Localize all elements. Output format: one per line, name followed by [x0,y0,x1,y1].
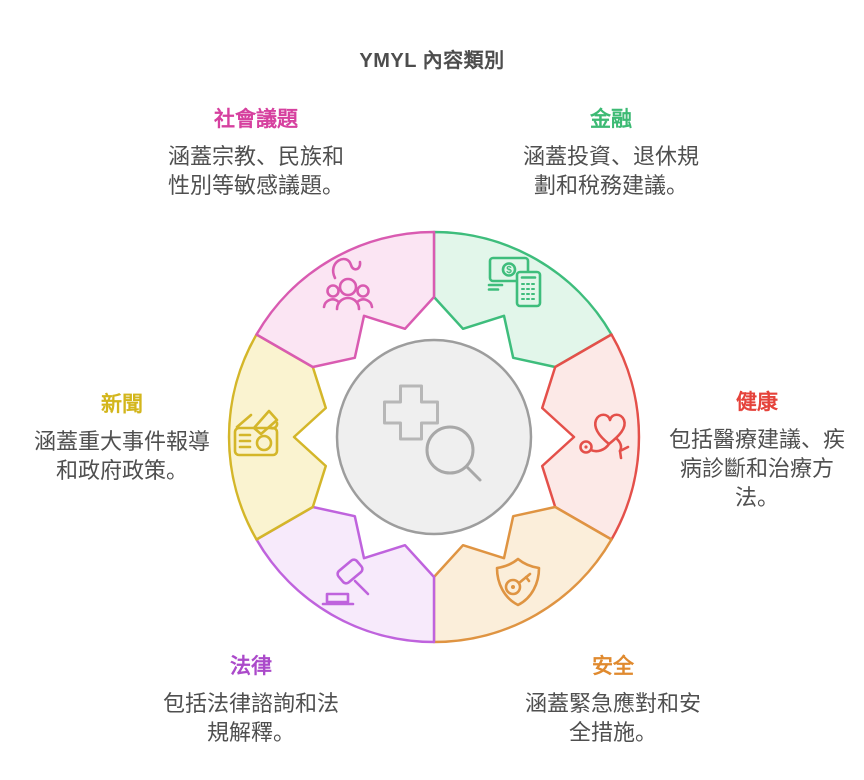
center-circle [335,338,533,536]
category-label-safety: 安全 [592,655,634,678]
category-block-law: 法律 包括法律諮詢和法 規解釋。 [151,650,351,747]
category-label-social-issues: 社會議題 [214,108,298,131]
category-block-finance: 金融 涵蓋投資、退休規 劃和稅務建議。 [511,103,711,200]
category-block-health: 健康 包括醫療建議、疾 病診斷和治療方 法。 [662,386,852,512]
shield-key-icon [495,557,541,607]
category-description-health: 包括醫療建議、疾 病診斷和治療方 法。 [668,427,845,510]
category-description-finance: 涵蓋投資、退休規 劃和稅務建議。 [522,144,699,198]
category-block-social-issues: 社會議題 涵蓋宗教、民族和 性別等敏感議題。 [156,103,356,200]
category-label-news: 新聞 [101,393,143,416]
gavel-icon [321,558,370,606]
newspaper-megaphone-icon [233,409,279,457]
category-block-news: 新聞 涵蓋重大事件報導 和政府政策。 [22,388,222,485]
category-block-safety: 安全 涵蓋緊急應對和安 全措施。 [513,650,713,747]
segment-law [255,505,436,644]
category-description-news: 涵蓋重大事件報導 和政府政策。 [33,429,210,483]
category-label-law: 法律 [230,655,272,678]
category-description-social-issues: 涵蓋宗教、民族和 性別等敏感議題。 [167,144,344,198]
segment-safety [432,505,613,644]
category-description-law: 包括法律諮詢和法 規解釋。 [162,691,339,745]
dollar-sign: $ [506,265,512,276]
segment-health [540,333,641,541]
category-label-health: 健康 [736,391,778,414]
medical-plus-icon [383,384,439,441]
heart-stethoscope-icon [579,413,630,460]
page-title: YMYL 內容類別 [359,50,505,72]
category-label-finance: 金融 [590,108,632,131]
money-calculator-icon: $ [487,256,542,308]
category-description-safety: 涵蓋緊急應對和安 全措施。 [524,691,701,745]
magnifier-icon [425,425,482,482]
people-group-icon [322,257,374,311]
